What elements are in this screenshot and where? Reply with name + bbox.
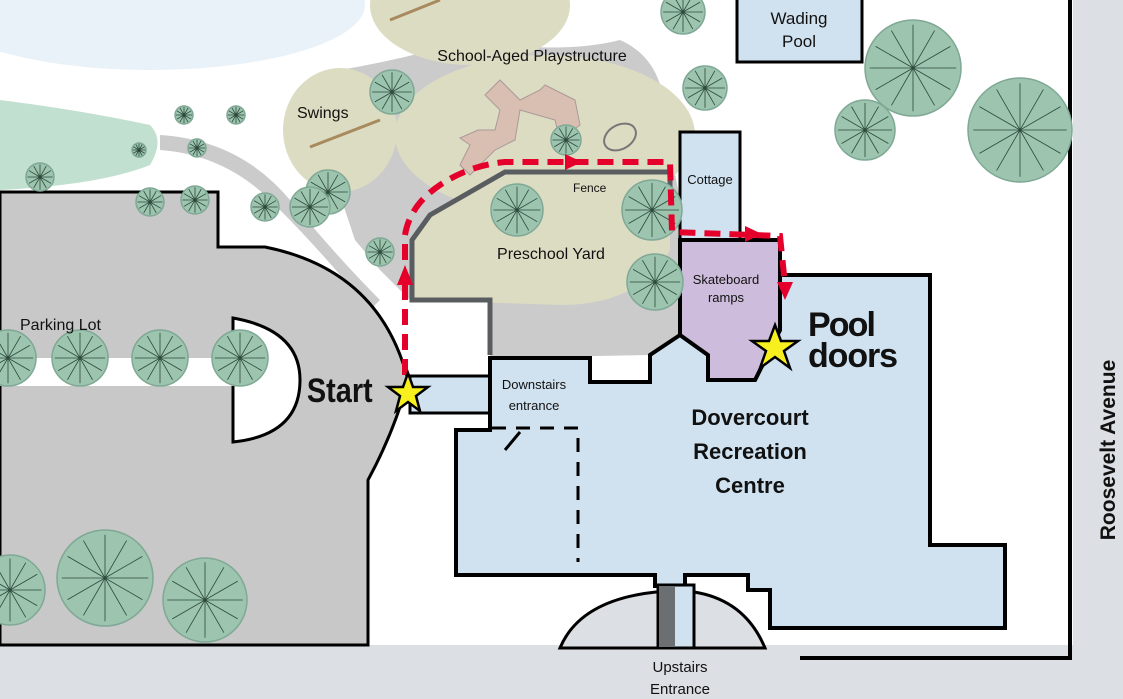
tree-branches (552, 126, 580, 154)
pool-doors-label: Pool (808, 306, 876, 344)
recreation-centre-building (454, 273, 1007, 630)
property-line (800, 0, 1072, 660)
pond (0, 0, 365, 70)
tree-branches (629, 256, 681, 308)
skateboard-label: Skateboard (693, 272, 760, 287)
wading-pool-label: Wading (770, 9, 827, 28)
centre-label: Recreation (693, 439, 807, 464)
interior-dashed-wall (492, 426, 580, 562)
start-star-icon (384, 369, 432, 415)
downstairs-label: entrance (509, 398, 560, 413)
tree-branches (132, 143, 146, 157)
pool-doors-label: doors (808, 337, 898, 375)
bottom-road (0, 645, 1123, 699)
centre-label: Centre (715, 473, 785, 498)
swings-area (283, 68, 397, 192)
wading-pool-label: Pool (782, 32, 816, 51)
cottage-label: Cottage (687, 172, 733, 187)
preschool-yard-label: Preschool Yard (497, 246, 605, 263)
tree-branches (188, 139, 206, 157)
tree-branches (292, 189, 328, 225)
tree-branches (175, 106, 193, 124)
tree-branches (0, 332, 34, 384)
tree-branches (137, 189, 163, 215)
playstructure (458, 79, 581, 176)
parking-divider (0, 358, 233, 386)
upstairs-label: Entrance (650, 681, 710, 698)
start-label: Start (307, 371, 373, 410)
tree-branches (625, 183, 679, 237)
wading-pool (735, 0, 864, 64)
route-arrow-right-icon (745, 226, 762, 242)
skateboard-label: ramps (708, 290, 745, 305)
upstairs-door-dark (659, 586, 675, 647)
tree-branches (227, 106, 245, 124)
tree-branches (372, 72, 412, 112)
parking-lot-label: Parking Lot (20, 317, 101, 334)
tree-branches (493, 186, 541, 234)
yard-circle-top (370, 0, 570, 65)
fence-label: Fence (573, 181, 607, 195)
route-arrow-up-icon (397, 265, 413, 285)
tree-branches (252, 194, 278, 220)
cottage (678, 130, 742, 242)
fence (409, 169, 673, 355)
tree-branches (685, 68, 725, 108)
tree-branches (663, 0, 703, 32)
swing-bar-top (389, 0, 441, 22)
tree-branches (182, 187, 208, 213)
centre-label: Dovercourt (691, 405, 809, 430)
upstairs-label: Upstairs (652, 659, 707, 676)
route-arrow-right-icon (565, 154, 582, 170)
swing-bar (309, 118, 381, 149)
route-arrow-down-icon (777, 282, 793, 300)
tree-branches (367, 239, 393, 265)
street-label: Roosevelt Avenue (1097, 360, 1120, 541)
skateboard-ramps (678, 238, 782, 382)
interior-door (503, 431, 522, 451)
tree-branches (54, 332, 106, 384)
roosevelt-avenue-road (1073, 0, 1123, 699)
tree-branches (27, 164, 53, 190)
swings-label: Swings (297, 105, 349, 122)
pool-doors-star-icon (748, 321, 802, 372)
tree-branches (838, 103, 892, 157)
walking-route (402, 159, 788, 375)
trees (0, 0, 1073, 643)
tree-branches (61, 534, 149, 622)
tree-branches (869, 24, 957, 112)
tree-branches (167, 562, 243, 638)
tree-branches (973, 83, 1067, 177)
corridor (408, 374, 494, 415)
preschool-yard-area (412, 172, 670, 305)
tree-branches (0, 558, 42, 622)
tree-branches (134, 332, 186, 384)
playstructure-label: School-Aged Playstructure (437, 48, 627, 65)
playstructure-ring (603, 122, 637, 152)
downstairs-label: Downstairs (502, 377, 567, 392)
tree-branches (214, 332, 266, 384)
